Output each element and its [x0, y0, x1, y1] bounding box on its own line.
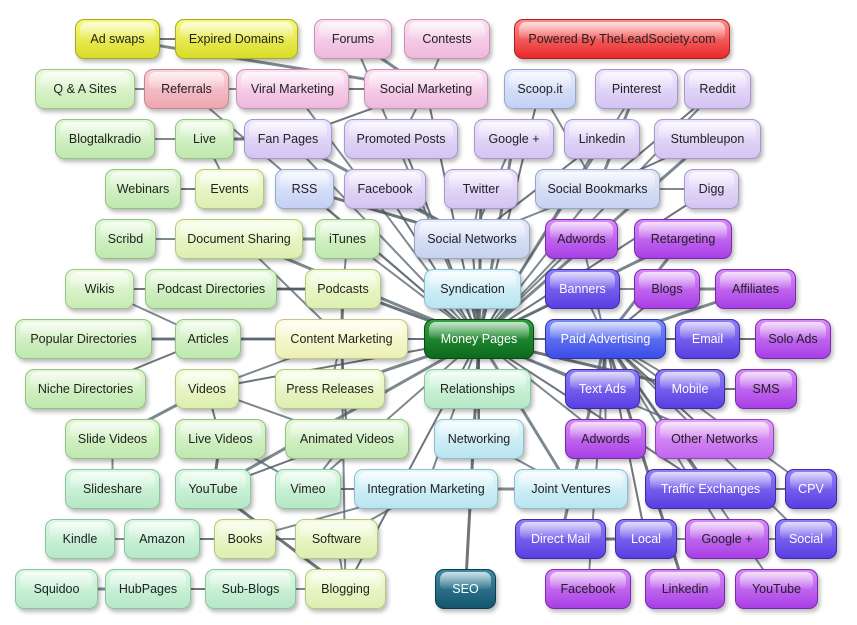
node-animated-videos[interactable]: Animated Videos [285, 419, 409, 459]
connector-money_pages-traffic_exchanges [478, 338, 712, 490]
node-hubpages[interactable]: HubPages [105, 569, 191, 609]
connector-money_pages-digg [478, 188, 713, 340]
connector-money_pages-joint_ventures [477, 338, 573, 490]
node-linkedin-bottom[interactable]: Linkedin [645, 569, 725, 609]
node-seo[interactable]: SEO [435, 569, 496, 609]
connector-money_pages-integration_marketing [425, 338, 480, 490]
node-paid-advertising[interactable]: Paid Advertising [545, 319, 666, 359]
node-reddit[interactable]: Reddit [684, 69, 751, 109]
node-rss[interactable]: RSS [275, 169, 334, 209]
node-blogs[interactable]: Blogs [634, 269, 700, 309]
node-forums[interactable]: Forums [314, 19, 392, 59]
node-email[interactable]: Email [675, 319, 740, 359]
node-social-networks[interactable]: Social Networks [414, 219, 530, 259]
node-articles[interactable]: Articles [175, 319, 241, 359]
node-google-plus-bottom[interactable]: Google + [685, 519, 769, 559]
node-mobile[interactable]: Mobile [655, 369, 725, 409]
node-press-releases[interactable]: Press Releases [275, 369, 385, 409]
node-youtube-left[interactable]: YouTube [175, 469, 251, 509]
node-fan-pages[interactable]: Fan Pages [244, 119, 332, 159]
node-social-marketing[interactable]: Social Marketing [364, 69, 488, 109]
node-wikis[interactable]: Wikis [65, 269, 134, 309]
node-joint-ventures[interactable]: Joint Ventures [514, 469, 628, 509]
connector-money_pages-facebook_top [384, 188, 480, 340]
node-podcast-directories[interactable]: Podcast Directories [145, 269, 277, 309]
node-text-ads[interactable]: Text Ads [565, 369, 640, 409]
node-other-networks[interactable]: Other Networks [655, 419, 774, 459]
connector-paid_advertising-cpv [604, 338, 812, 490]
node-stumbleupon[interactable]: Stumbleupon [654, 119, 761, 159]
node-niche-directories[interactable]: Niche Directories [25, 369, 146, 409]
node-ad-swaps[interactable]: Ad swaps [75, 19, 160, 59]
connector-money_pages-vimeo [307, 338, 480, 490]
node-promoted-posts[interactable]: Promoted Posts [344, 119, 458, 159]
node-live[interactable]: Live [175, 119, 234, 159]
node-direct-mail[interactable]: Direct Mail [515, 519, 606, 559]
node-slideshare[interactable]: Slideshare [65, 469, 160, 509]
node-local[interactable]: Local [615, 519, 677, 559]
node-integration-marketing[interactable]: Integration Marketing [354, 469, 498, 509]
node-pinterest[interactable]: Pinterest [595, 69, 678, 109]
node-money-pages[interactable]: Money Pages [424, 319, 534, 359]
node-popular-directories[interactable]: Popular Directories [15, 319, 152, 359]
node-digg[interactable]: Digg [684, 169, 739, 209]
node-itunes[interactable]: iTunes [315, 219, 380, 259]
node-software[interactable]: Software [295, 519, 378, 559]
connector-money_pages-social_bookmarks [478, 188, 599, 340]
node-blogging[interactable]: Blogging [305, 569, 386, 609]
node-linkedin-top[interactable]: Linkedin [564, 119, 640, 159]
node-qa-sites[interactable]: Q & A Sites [35, 69, 135, 109]
node-webinars[interactable]: Webinars [105, 169, 181, 209]
node-document-sharing[interactable]: Document Sharing [175, 219, 303, 259]
node-networking[interactable]: Networking [434, 419, 524, 459]
node-sub-blogs[interactable]: Sub-Blogs [205, 569, 296, 609]
node-events[interactable]: Events [195, 169, 264, 209]
node-slide-videos[interactable]: Slide Videos [65, 419, 160, 459]
node-affiliates[interactable]: Affiliates [715, 269, 796, 309]
node-sms[interactable]: SMS [735, 369, 797, 409]
node-scoop-it[interactable]: Scoop.it [504, 69, 576, 109]
node-videos[interactable]: Videos [175, 369, 239, 409]
node-syndication[interactable]: Syndication [424, 269, 521, 309]
node-vimeo[interactable]: Vimeo [275, 469, 341, 509]
node-retargeting[interactable]: Retargeting [634, 219, 732, 259]
node-twitter[interactable]: Twitter [444, 169, 518, 209]
node-facebook-top[interactable]: Facebook [344, 169, 426, 209]
node-viral-marketing[interactable]: Viral Marketing [236, 69, 349, 109]
node-cpv[interactable]: CPV [785, 469, 837, 509]
node-adwords-top[interactable]: Adwords [545, 219, 618, 259]
node-content-marketing[interactable]: Content Marketing [275, 319, 408, 359]
node-squidoo[interactable]: Squidoo [15, 569, 98, 609]
node-live-videos[interactable]: Live Videos [175, 419, 266, 459]
node-podcasts[interactable]: Podcasts [305, 269, 381, 309]
node-facebook-bottom[interactable]: Facebook [545, 569, 631, 609]
node-books[interactable]: Books [214, 519, 276, 559]
node-powered-by[interactable]: Powered By TheLeadSociety.com [514, 19, 730, 59]
node-social-bottom[interactable]: Social [775, 519, 837, 559]
node-youtube-right[interactable]: YouTube [735, 569, 818, 609]
node-banners[interactable]: Banners [545, 269, 620, 309]
node-google-plus-top[interactable]: Google + [474, 119, 554, 159]
node-blogtalkradio[interactable]: Blogtalkradio [55, 119, 155, 159]
node-amazon[interactable]: Amazon [124, 519, 200, 559]
node-expired-domains[interactable]: Expired Domains [175, 19, 298, 59]
node-adwords-bottom[interactable]: Adwords [565, 419, 646, 459]
connector-money_pages-twitter [477, 188, 483, 340]
node-relationships[interactable]: Relationships [424, 369, 531, 409]
node-referrals[interactable]: Referrals [144, 69, 229, 109]
node-scribd[interactable]: Scribd [95, 219, 156, 259]
node-kindle[interactable]: Kindle [45, 519, 115, 559]
node-contests[interactable]: Contests [404, 19, 490, 59]
node-social-bookmarks[interactable]: Social Bookmarks [535, 169, 660, 209]
node-solo-ads[interactable]: Solo Ads [755, 319, 831, 359]
node-traffic-exchanges[interactable]: Traffic Exchanges [645, 469, 776, 509]
